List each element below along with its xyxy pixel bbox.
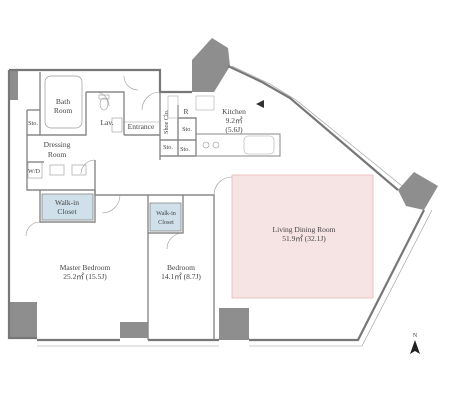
kitchen-label: Kitchen: [222, 107, 246, 116]
compass-arrow-icon: [410, 340, 420, 354]
kitchen-area-jo: (5.6J): [225, 125, 243, 134]
dressing-room-label-line1: Dressing: [44, 140, 71, 149]
door-swings: [25, 75, 233, 250]
master-bedroom-label: Master Bedroom: [60, 263, 111, 272]
washer-dryer-label: W/D: [28, 168, 41, 175]
entrance-arrow-icon: [256, 100, 264, 108]
walk-in-closet-master-label-line1: Walk-in: [55, 198, 79, 207]
compass-label: N: [413, 332, 418, 339]
walk-in-closet-bedroom-label-line1: Walk-in: [156, 210, 176, 217]
walk-in-closet-bedroom-fill: [149, 202, 182, 232]
storage-bath-label: Sto.: [28, 120, 38, 127]
living-dining-room-area: 51.9㎡ (32.1J): [282, 234, 326, 243]
structural-walls: [9, 38, 438, 340]
lavatory-label: Lav.: [100, 118, 113, 127]
storage-kitchen-2-label: Sto.: [180, 146, 190, 153]
walk-in-closet-bedroom-label-line2: Closet: [158, 219, 174, 226]
interior-walls: [26, 72, 281, 340]
shoe-closet-label: Shoe Clo.: [163, 109, 170, 134]
room-labels: Bath Room Sto. Lav. Entrance Shoe Clo. R…: [28, 97, 336, 281]
refrigerator-label: R: [183, 107, 188, 116]
storage-kitchen-1-label: Sto.: [182, 126, 192, 133]
master-bedroom-area: 25.2㎡ (15.5J): [63, 272, 107, 281]
walk-in-closet-master-label-line2: Closet: [57, 207, 77, 216]
storage-hall-label: Sto.: [163, 144, 173, 151]
bath-room-label-line2: Room: [54, 106, 73, 115]
exterior-walls: [7, 65, 433, 347]
entrance-label: Entrance: [128, 122, 155, 131]
walk-in-closet-master-fill: [41, 193, 94, 221]
bedroom-area: 14.1㎡ (8.7J): [161, 272, 201, 281]
kitchen-area-sqm: 9.2㎡: [226, 116, 243, 125]
living-dining-room-label: Living Dining Room: [273, 225, 336, 234]
living-dining-highlight: [231, 174, 374, 299]
north-compass: N: [410, 332, 420, 354]
bath-room-label-line1: Bath: [56, 97, 70, 106]
dressing-room-label-line2: Room: [48, 150, 67, 159]
bedroom-label: Bedroom: [167, 263, 195, 272]
